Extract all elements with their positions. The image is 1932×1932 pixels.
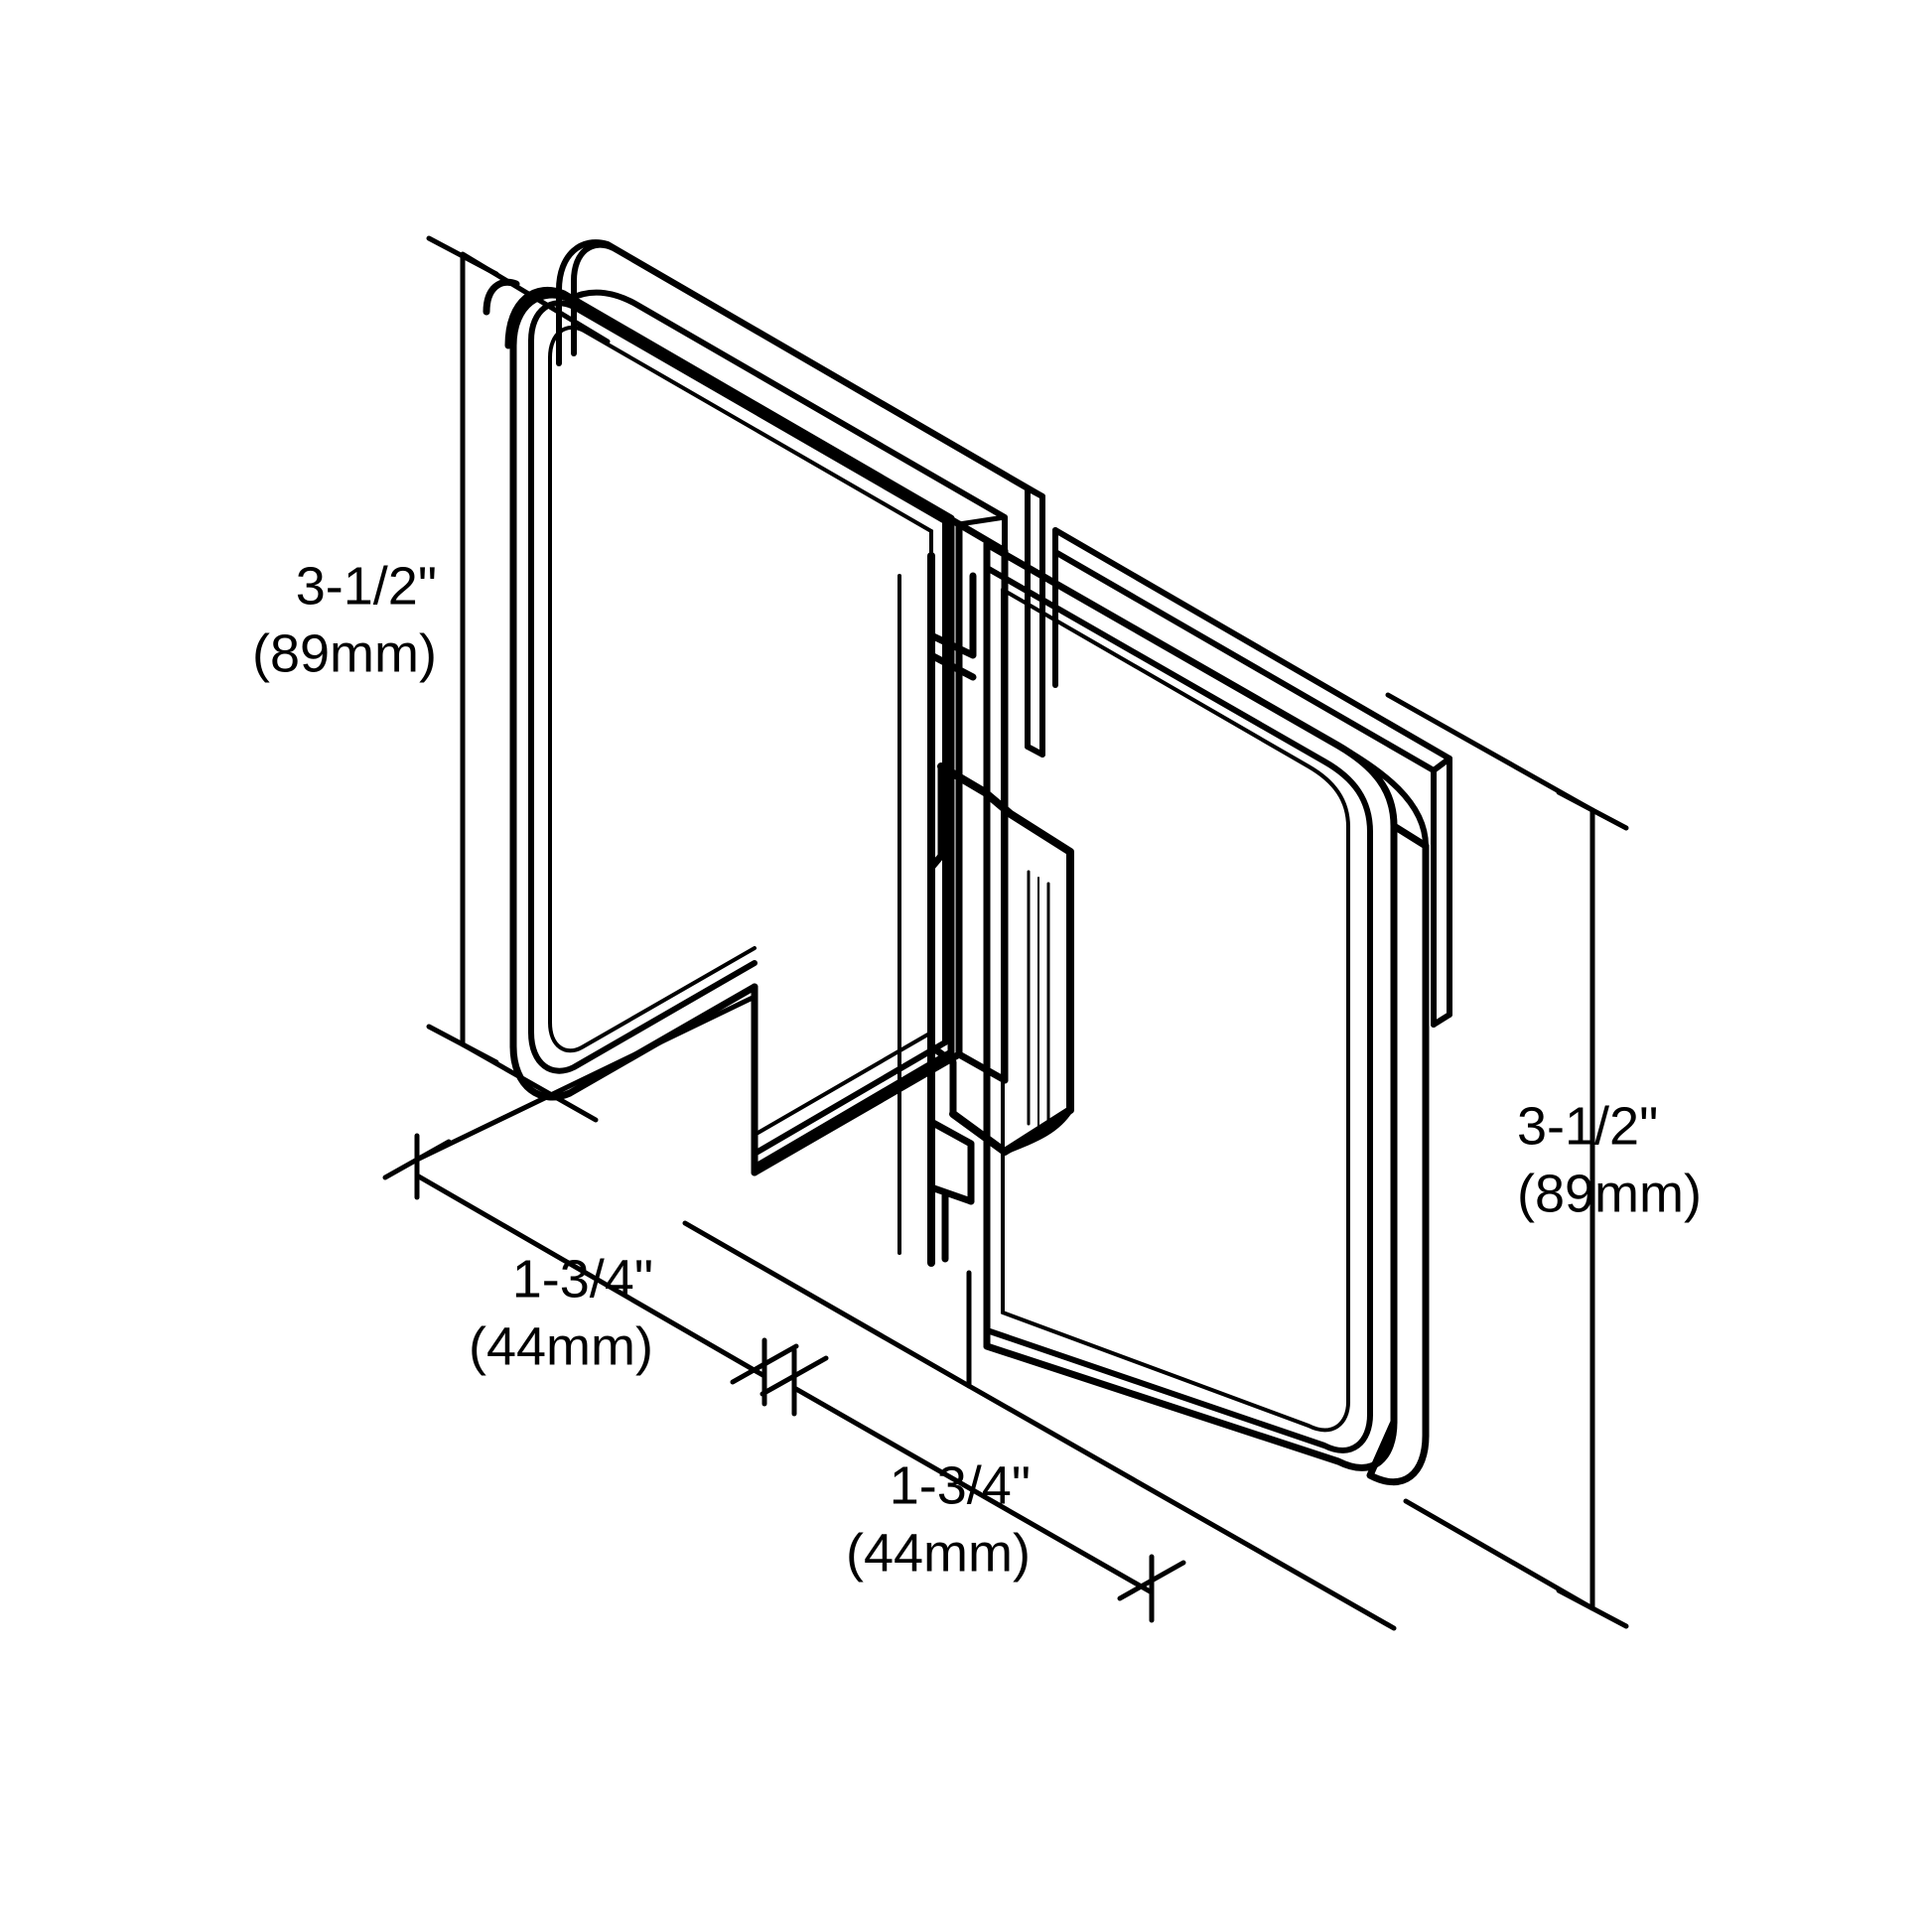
extension-line-to-right-plate bbox=[966, 1383, 1397, 1631]
dimension-labels: 3-1/2" (89mm) 1-3/4" (44mm) 1-3/4" (44mm… bbox=[252, 556, 1702, 1583]
dimension-label-width-right-imperial: 1-3/4" bbox=[890, 1455, 1031, 1515]
extension-line-lower-left bbox=[414, 994, 758, 1163]
extension-line-to-left-plate bbox=[682, 1220, 972, 1389]
tick-slash-top-left bbox=[426, 235, 499, 277]
left-mounting-plate bbox=[483, 278, 1009, 1176]
right-mounting-plate bbox=[983, 540, 1430, 1486]
dimension-height-left bbox=[426, 235, 611, 1123]
dimension-label-height-left-imperial: 3-1/2" bbox=[296, 556, 437, 616]
tick-slash-bc-left bbox=[759, 1355, 829, 1397]
dimension-line-lower-left bbox=[414, 1173, 767, 1379]
dimension-width-right bbox=[759, 1347, 1186, 1623]
dimension-height-right bbox=[1385, 692, 1629, 1629]
dimension-extension-lines bbox=[682, 1220, 1397, 1631]
dimension-line-bottom-center bbox=[791, 1385, 1155, 1595]
tick-slash-lower-right bbox=[730, 1343, 799, 1385]
dimension-label-height-right-metric: (89mm) bbox=[1517, 1164, 1702, 1223]
dimension-label-width-left-imperial: 1-3/4" bbox=[512, 1249, 653, 1309]
dimension-label-width-right-metric: (44mm) bbox=[846, 1523, 1031, 1583]
extension-line-bottom-right bbox=[1403, 1498, 1595, 1611]
dimension-label-width-left-metric: (44mm) bbox=[469, 1316, 653, 1376]
tick-slash-bc-right bbox=[1117, 1560, 1186, 1601]
dimension-label-height-left-metric: (89mm) bbox=[252, 623, 437, 683]
tick-slash-top-right bbox=[1556, 789, 1629, 831]
dimension-width-left bbox=[382, 994, 799, 1407]
extension-line-bottom-left bbox=[460, 1041, 599, 1123]
dimension-label-height-right-imperial: 3-1/2" bbox=[1517, 1096, 1658, 1156]
